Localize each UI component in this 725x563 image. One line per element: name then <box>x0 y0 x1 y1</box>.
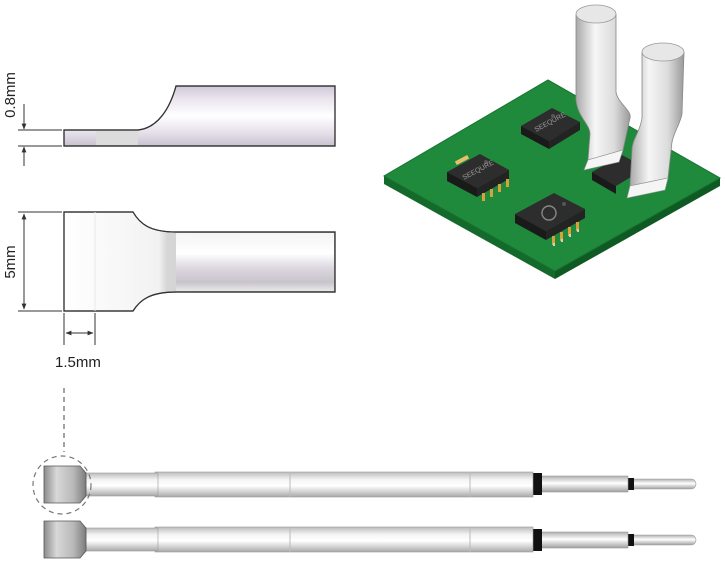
iron-tip-lower-head <box>43 520 87 559</box>
tip-prong-right-top <box>641 42 685 62</box>
length-label: 1.5mm <box>55 354 101 371</box>
iron-tip-upper <box>43 465 697 504</box>
top-view: 5mm 1.5mm <box>2 211 336 371</box>
tip-highlight-circle <box>32 455 92 515</box>
pcb-illustration: SEEQURE SEEQURE <box>382 4 722 279</box>
chip-left: SEEQURE <box>447 154 509 201</box>
tip-prong-left-top <box>575 4 617 24</box>
iron-tip-upper-head <box>43 465 87 504</box>
chip-back: SEEQURE <box>521 108 580 149</box>
pcb-edge <box>384 176 555 279</box>
tip-prong-left <box>575 4 631 171</box>
pcb-board <box>382 79 722 272</box>
width-label: 5mm <box>2 245 19 278</box>
chip-front <box>515 193 585 246</box>
thickness-label: 0.8mm <box>2 72 19 118</box>
chip-front-pins <box>552 222 579 245</box>
tip-prong-right <box>626 42 685 199</box>
side-view: 0.8mm <box>2 72 336 166</box>
side-view-blade-edge <box>96 131 138 145</box>
top-view-barrel <box>176 233 334 291</box>
chip-left-pins <box>482 179 509 201</box>
iron-tip-lower <box>43 520 697 559</box>
